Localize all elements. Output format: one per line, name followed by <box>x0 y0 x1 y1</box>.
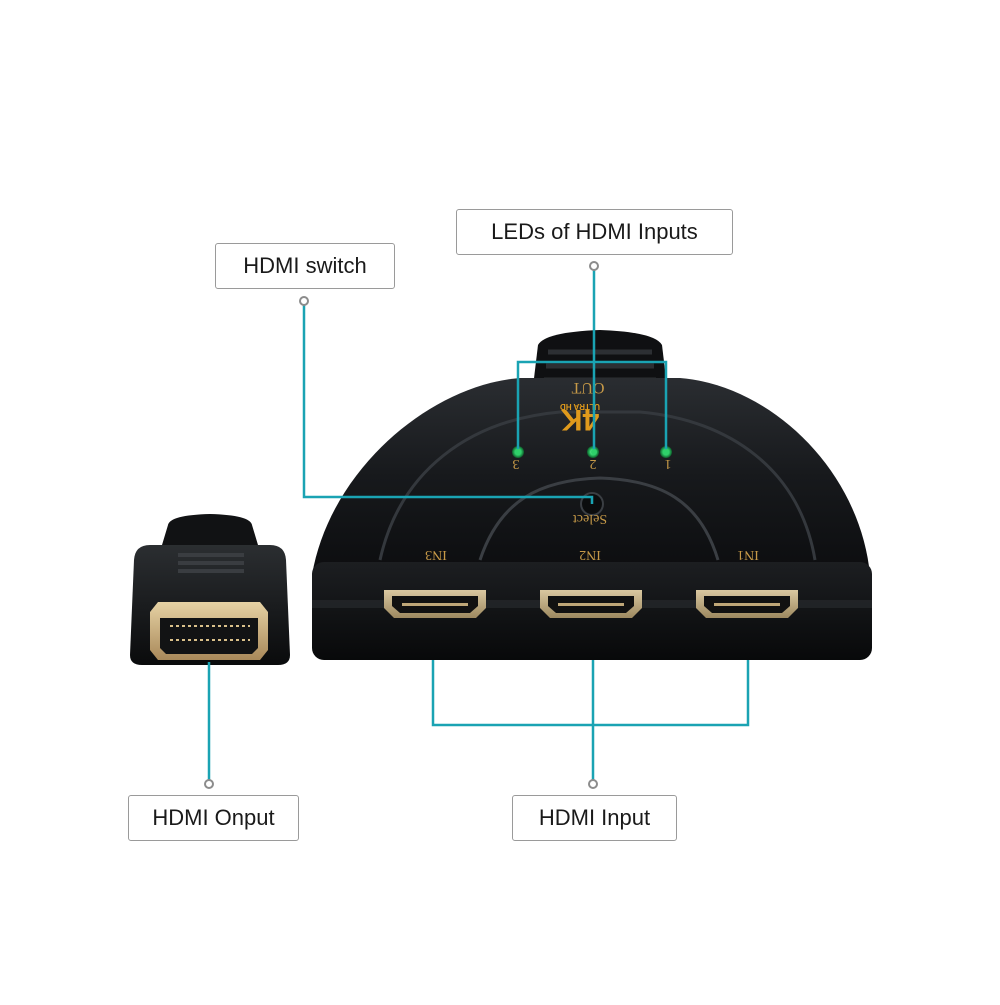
led-number-1: 1 <box>665 456 672 471</box>
port-label-in2: IN2 <box>579 547 601 562</box>
select-label: Select <box>573 511 607 526</box>
port-label-in3: IN3 <box>425 547 447 562</box>
badge-4k: 4K <box>560 403 599 436</box>
hdmi-cable-plug-icon <box>130 514 290 665</box>
hdmi-port-icon <box>540 590 642 618</box>
out-label: OUT <box>571 379 604 396</box>
callout-leds-of-hdmi-inputs: LEDs of HDMI Inputs <box>456 209 733 255</box>
hdmi-port-icon <box>696 590 798 618</box>
callout-hdmi-switch: HDMI switch <box>215 243 395 289</box>
hdmi-switch-device-icon: OUT 4K ULTRA HD 3 2 1 Select IN3 IN2 IN1 <box>312 330 872 660</box>
led-number-3: 3 <box>513 456 520 471</box>
callout-hdmi-input: HDMI Input <box>512 795 677 841</box>
port-label-in1: IN1 <box>737 547 759 562</box>
hdmi-port-icon <box>384 590 486 618</box>
leader-dots <box>204 261 599 789</box>
led-endpoints <box>515 449 669 455</box>
callout-hdmi-output: HDMI Onput <box>128 795 299 841</box>
badge-ultra-hd: ULTRA HD <box>560 402 600 411</box>
led-number-2: 2 <box>590 456 597 471</box>
leader-lines <box>207 266 750 784</box>
